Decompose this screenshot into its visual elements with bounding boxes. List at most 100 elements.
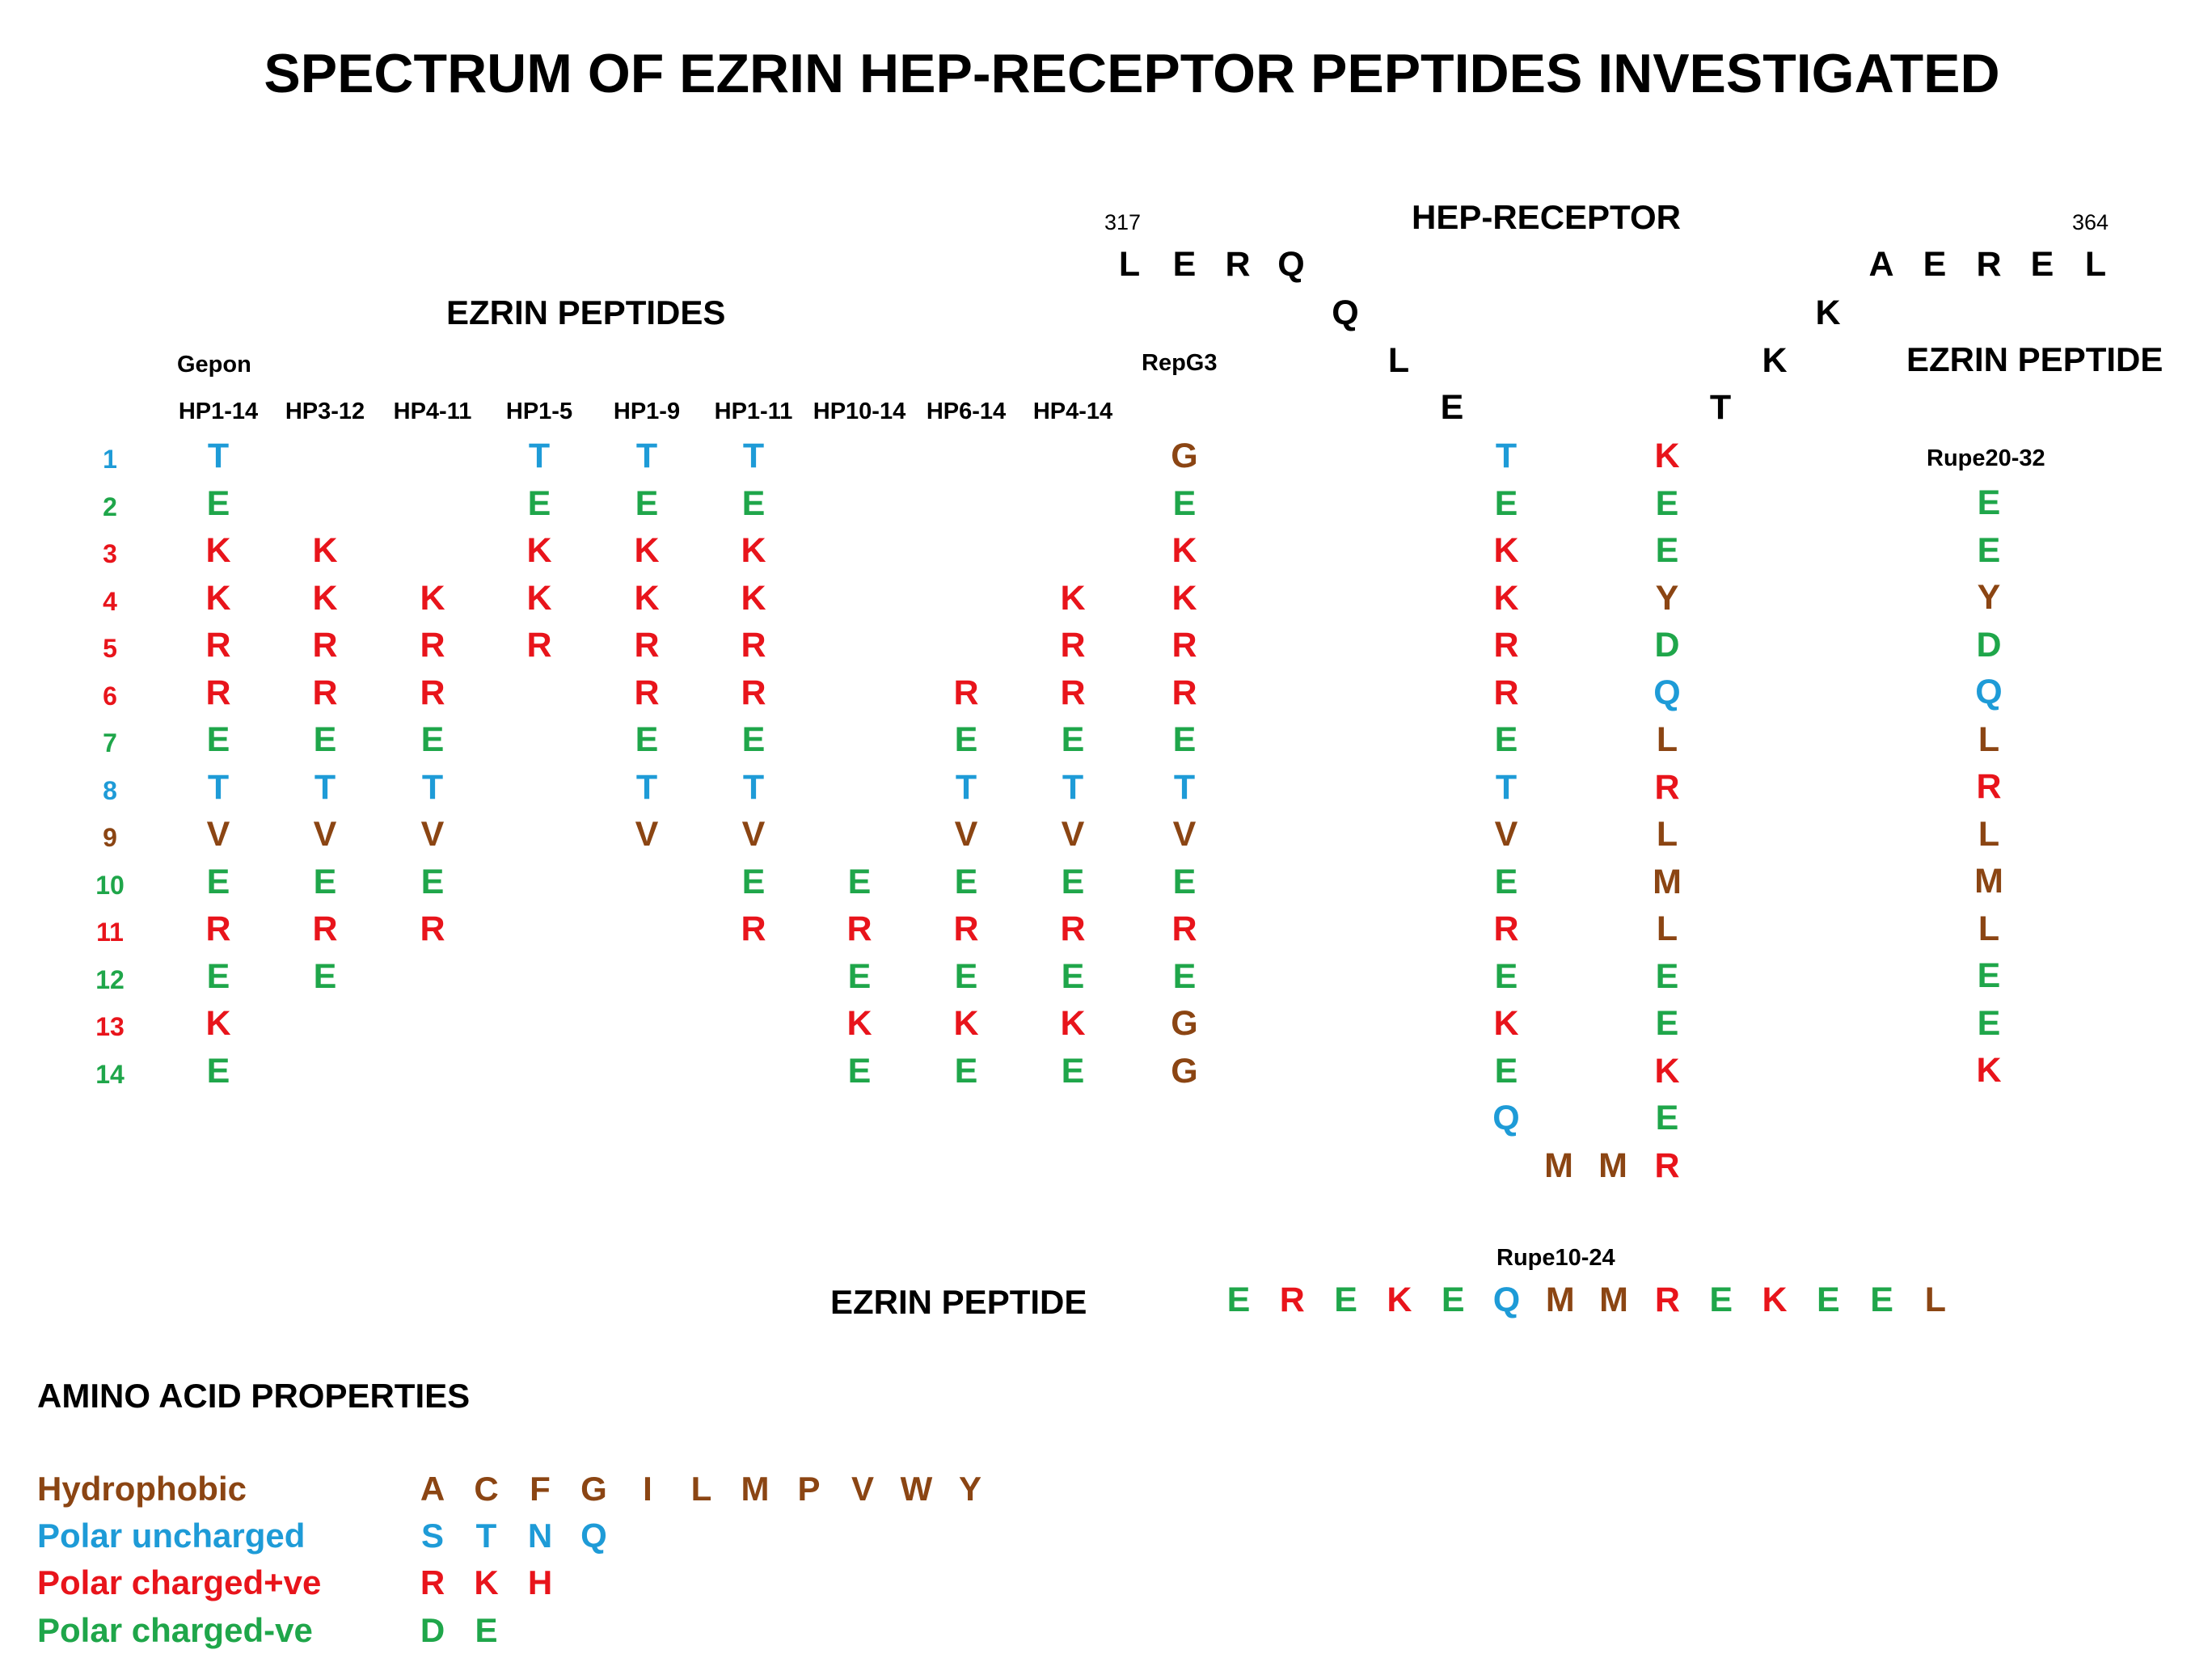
property-letter: Y: [958, 1470, 981, 1508]
peptide-residue: E: [847, 1051, 872, 1091]
rupe20-residue: E: [1977, 483, 2001, 522]
peptide-residue: R: [953, 673, 979, 712]
peptide-residue: V: [420, 815, 445, 854]
repg3-label: RepG3: [1142, 350, 1218, 376]
repg3-residue: E: [1172, 483, 1197, 523]
rupe20-residue: E: [1977, 530, 2001, 570]
rupe10-residue: M: [1599, 1281, 1628, 1319]
helix-residue: L: [1118, 245, 1141, 284]
helix-residue: K: [1654, 437, 1680, 475]
ezrin-peptide-right-heading: EZRIN PEPTIDE: [1906, 340, 2163, 378]
repg3-residue: E: [1172, 862, 1197, 901]
amino-acid-properties-heading: AMINO ACID PROPERTIES: [37, 1377, 471, 1415]
helix-residue: A: [1868, 245, 1894, 284]
residue-number-317: 317: [1104, 210, 1142, 234]
peptide-residue: K: [1060, 578, 1086, 618]
peptide-residue: E: [206, 483, 230, 523]
repg3-residue: R: [1171, 626, 1197, 665]
rupe10-residue: E: [1226, 1281, 1251, 1319]
row-number: 2: [103, 492, 117, 521]
repg3-residue: E: [1172, 956, 1197, 996]
peptide-residue: K: [846, 1004, 872, 1043]
rupe10-residue: E: [1334, 1281, 1357, 1319]
rupe20-residue: D: [1976, 625, 2002, 665]
row-number: 6: [103, 681, 117, 711]
peptide-residue: E: [313, 956, 337, 996]
peptide-residue: R: [1060, 626, 1086, 665]
property-label-polar-pos: Polar charged+ve: [37, 1563, 322, 1601]
peptide-residue: T: [635, 437, 658, 475]
helix-residue: E: [1494, 720, 1518, 759]
property-letter: V: [851, 1470, 874, 1508]
rupe10-residue: E: [1870, 1281, 1893, 1319]
peptide-residue: R: [420, 673, 445, 712]
helix-residue: E: [1655, 1004, 1679, 1043]
peptide-residue: R: [205, 626, 231, 665]
helix-residue: R: [1654, 1145, 1680, 1185]
peptide-residue: E: [847, 862, 872, 901]
peptide-residue: K: [634, 578, 660, 618]
column-header-hp3-12: HP3-12: [285, 399, 365, 424]
helix-residue: D: [1654, 626, 1680, 665]
peptide-residue: T: [207, 767, 230, 807]
helix-residue: R: [1493, 673, 1519, 712]
peptide-residue: T: [635, 767, 658, 807]
row-number: 9: [103, 823, 117, 852]
helix-residue: R: [1976, 245, 2002, 284]
peptide-residue: E: [635, 483, 659, 523]
helix-residue: M: [1544, 1146, 1573, 1185]
property-letter: K: [474, 1563, 499, 1601]
peptide-residue: E: [1061, 1051, 1085, 1091]
peptide-residue: E: [420, 862, 445, 901]
peptide-residue: T: [421, 767, 444, 807]
column-header-hp1-9: HP1-9: [613, 399, 681, 424]
peptide-residue: R: [526, 626, 552, 665]
property-letter: R: [420, 1563, 445, 1601]
peptide-residue: R: [741, 673, 766, 712]
peptide-residue: E: [741, 483, 766, 523]
rupe10-residue: E: [1816, 1281, 1840, 1319]
repg3-residue: V: [1172, 815, 1197, 854]
rupe10-residue: E: [1709, 1281, 1733, 1319]
peptide-residue: V: [1061, 815, 1085, 854]
property-letter: N: [527, 1517, 553, 1555]
property-letter: L: [690, 1470, 712, 1508]
ezrin-peptide-bottom-heading: EZRIN PEPTIDE: [830, 1283, 1087, 1321]
helix-residue: E: [1494, 956, 1518, 996]
peptide-residue: V: [206, 815, 230, 854]
column-header-hp10-14: HP10-14: [813, 399, 906, 424]
column-header-hp1-5: HP1-5: [505, 399, 573, 424]
helix-residue: K: [1815, 293, 1841, 332]
peptide-residue: E: [313, 862, 337, 901]
property-letter: M: [741, 1470, 770, 1508]
row-number: 1: [103, 445, 117, 474]
peptide-residue: E: [206, 720, 230, 759]
ezrin-peptides-heading: EZRIN PEPTIDES: [446, 293, 726, 331]
peptide-residue: K: [634, 531, 660, 570]
helix-residue: L: [1656, 815, 1678, 854]
peptide-residue: K: [741, 531, 766, 570]
helix-residue: E: [1655, 483, 1679, 523]
repg3-residue: T: [1173, 767, 1196, 807]
peptide-residue: R: [741, 626, 766, 665]
property-letter: Q: [580, 1517, 607, 1555]
helix-residue: R: [1654, 767, 1680, 807]
rupe20-residue: K: [1976, 1051, 2002, 1090]
helix-residue: R: [1493, 626, 1519, 665]
peptide-residue: R: [312, 626, 338, 665]
peptide-residue: T: [742, 767, 765, 807]
hep-receptor-heading: HEP-RECEPTOR: [1412, 198, 1681, 236]
property-letter: T: [475, 1517, 497, 1555]
helix-residue: E: [1494, 483, 1518, 523]
repg3-residue: K: [1171, 531, 1197, 570]
helix-residue: T: [1709, 388, 1732, 427]
peptide-residue: E: [206, 1051, 230, 1091]
row-number: 4: [103, 586, 117, 616]
row-number: 8: [103, 775, 117, 805]
helix-residue: K: [1493, 578, 1519, 618]
peptide-residue: T: [314, 767, 336, 807]
property-letter: H: [527, 1563, 553, 1601]
peptide-residue: R: [1060, 909, 1086, 948]
row-number: 3: [103, 539, 117, 568]
property-letter: I: [643, 1470, 652, 1508]
